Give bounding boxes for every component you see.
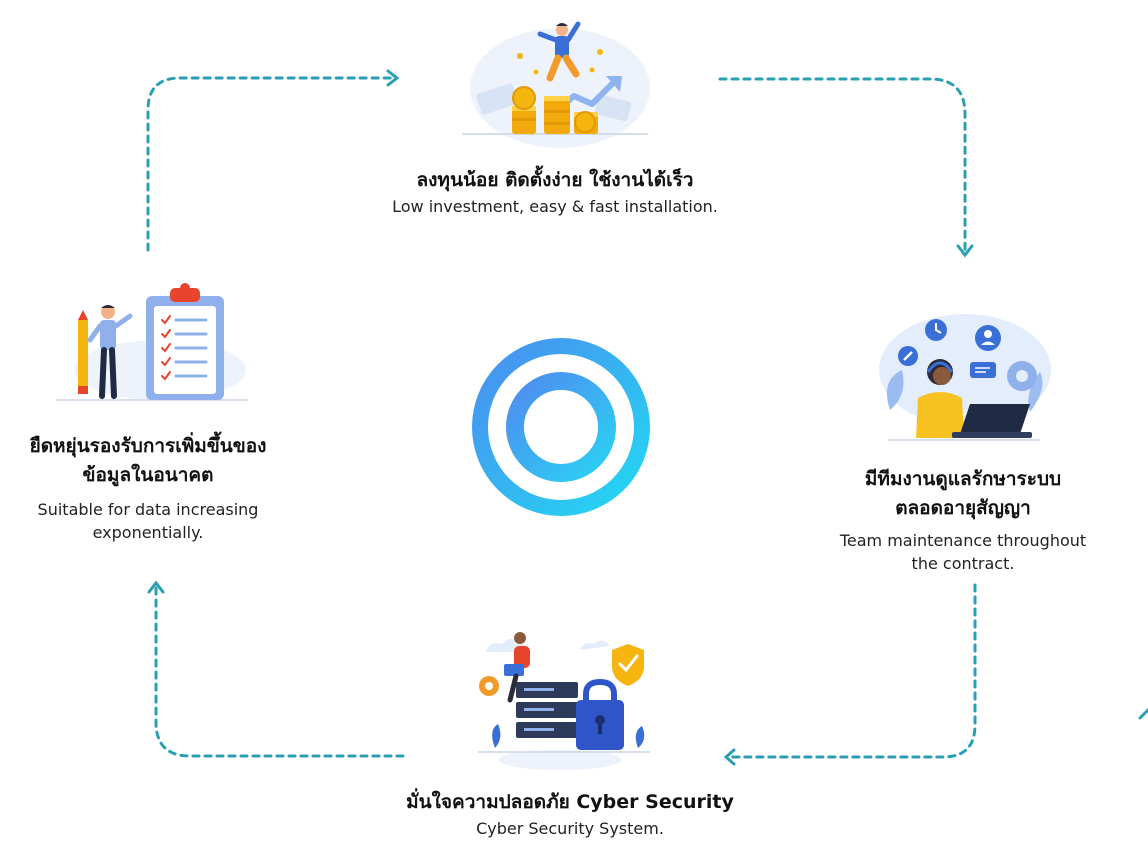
ring-logo-icon [480, 346, 642, 508]
connector-top-right [720, 79, 965, 250]
connector-bottom-right [730, 585, 975, 757]
step-maintenance-title-line1: มีทีมงานดูแลรักษาระบบ [800, 465, 1126, 494]
connector-bottom-left [156, 588, 403, 756]
checklist-icon [56, 283, 248, 400]
step-scalable-desc-line2: exponentially. [0, 521, 296, 544]
server-lock-icon [478, 632, 650, 770]
step-maintenance-title-line2: ตลอดอายุสัญญา [800, 494, 1126, 523]
step-maintenance-desc-line2: the contract. [800, 552, 1126, 575]
step-investment-desc: Low investment, easy & fast installation… [330, 195, 780, 218]
step-maintenance: มีทีมงานดูแลรักษาระบบ ตลอดอายุสัญญา Team… [800, 465, 1126, 575]
step-maintenance-desc-line1: Team maintenance throughout [800, 529, 1126, 552]
step-scalable-title-line2: ข้อมูลในอนาคต [0, 461, 296, 490]
step-scalable-desc-line1: Suitable for data increasing [0, 498, 296, 521]
connector-top-left [148, 78, 392, 250]
money-growth-icon [462, 23, 650, 148]
step-scalable-title-line1: ยืดหยุ่นรองรับการเพิ่มขึ้นของ [0, 432, 296, 461]
step-scalable: ยืดหยุ่นรองรับการเพิ่มขึ้นของ ข้อมูลในอน… [0, 432, 296, 544]
edge-arrow-fragment-icon [1140, 710, 1148, 718]
step-security-title: มั่นใจความปลอดภัย Cyber Security [340, 788, 800, 817]
step-investment-title: ลงทุนน้อย ติดตั้งง่าย ใช้งานได้เร็ว [330, 166, 780, 195]
step-security: มั่นใจความปลอดภัย Cyber Security Cyber S… [340, 788, 800, 840]
step-security-desc: Cyber Security System. [340, 817, 800, 840]
step-investment: ลงทุนน้อย ติดตั้งง่าย ใช้งานได้เร็ว Low … [330, 166, 780, 218]
support-agent-icon [879, 314, 1051, 440]
